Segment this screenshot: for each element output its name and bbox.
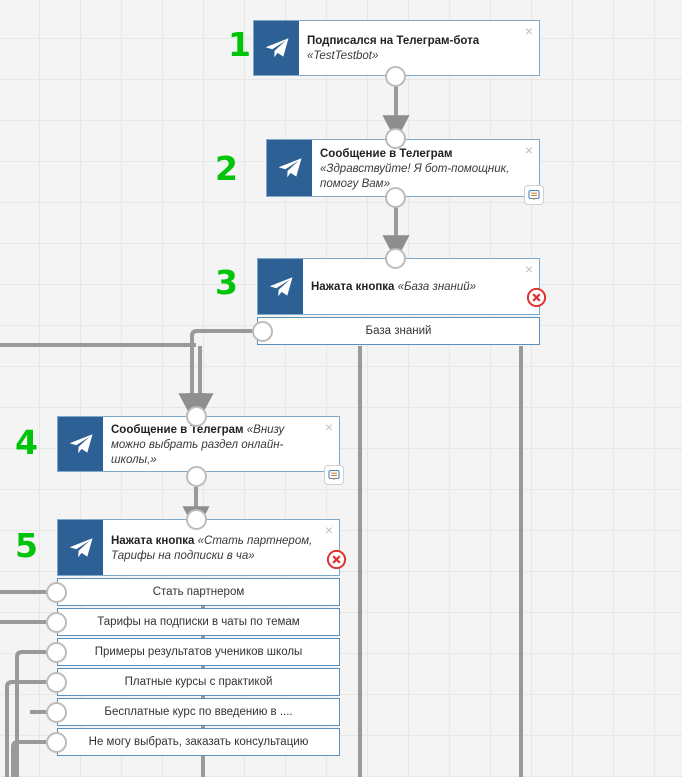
flow-node-2-subtitle: «Здравствуйте! Я бот-помощник, помогу Ва… bbox=[320, 162, 510, 190]
node-4-input-port[interactable] bbox=[186, 406, 207, 427]
option-ne-mogu-vybrat[interactable]: Не могу выбрать, заказать консультацию bbox=[57, 728, 340, 756]
flow-node-5-subtitle: «Стать партнером, Тарифы на подписки в ч… bbox=[111, 534, 313, 562]
option-besplatnye-kurs[interactable]: Бесплатные курс по введению в .... bbox=[57, 698, 340, 726]
flow-node-5-text: Нажата кнопка «Стать партнером, Тарифы н… bbox=[111, 534, 313, 564]
flow-node-1-body: Подписался на Телеграм-бота «TestTestbot… bbox=[299, 21, 539, 75]
chat-message-icon[interactable] bbox=[524, 185, 544, 205]
option-stat-partnerom[interactable]: Стать партнером bbox=[57, 578, 340, 606]
option-baza-znaniy[interactable]: База знаний bbox=[257, 317, 540, 345]
telegram-icon bbox=[254, 21, 299, 75]
close-icon[interactable]: × bbox=[324, 419, 333, 435]
telegram-icon bbox=[258, 259, 303, 314]
close-icon[interactable]: × bbox=[524, 23, 533, 39]
flow-node-4-text: Сообщение в Телеграм «Внизу можно выбрат… bbox=[111, 423, 313, 468]
flow-node-1-text: Подписался на Телеграм-бота «TestTestbot… bbox=[307, 34, 479, 64]
option-platnye-kursy[interactable]: Платные курсы с практикой bbox=[57, 668, 340, 696]
circle-x-error-icon[interactable] bbox=[326, 549, 347, 570]
flow-node-3-title: Нажата кнопка bbox=[311, 281, 395, 293]
flow-node-1-subtitle: «TestTestbot» bbox=[307, 50, 379, 62]
flow-node-2-text: Сообщение в Телеграм «Здравствуйте! Я бо… bbox=[320, 147, 513, 192]
option-baza-znaniy-port[interactable] bbox=[252, 321, 273, 342]
close-icon[interactable]: × bbox=[524, 142, 533, 158]
step-number-3: 3 bbox=[215, 263, 238, 302]
node-3-input-port[interactable] bbox=[385, 248, 406, 269]
flow-node-2[interactable]: Сообщение в Телеграм «Здравствуйте! Я бо… bbox=[266, 139, 540, 197]
option-port-6[interactable] bbox=[46, 732, 67, 753]
telegram-icon bbox=[58, 417, 103, 471]
option-port-4[interactable] bbox=[46, 672, 67, 693]
flow-node-3-text: Нажата кнопка «База знаний» bbox=[311, 280, 476, 295]
chat-message-icon[interactable] bbox=[324, 465, 344, 485]
flow-node-4-body: Сообщение в Телеграм «Внизу можно выбрат… bbox=[103, 417, 339, 471]
step-number-5: 5 bbox=[15, 526, 38, 565]
node-2-input-port[interactable] bbox=[385, 128, 406, 149]
flow-node-4[interactable]: Сообщение в Телеграм «Внизу можно выбрат… bbox=[57, 416, 340, 472]
telegram-icon bbox=[267, 140, 312, 196]
telegram-icon bbox=[58, 520, 103, 575]
option-port-5[interactable] bbox=[46, 702, 67, 723]
flow-node-2-title: Сообщение в Телеграм bbox=[320, 147, 453, 160]
flow-node-1-title: Подписался на Телеграм-бота bbox=[307, 35, 480, 47]
circle-x-error-icon[interactable] bbox=[526, 287, 547, 308]
node-4-output-port[interactable] bbox=[186, 466, 207, 487]
flow-node-5-body: Нажата кнопка «Стать партнером, Тарифы н… bbox=[103, 520, 339, 575]
flow-node-5-title: Нажата кнопка bbox=[111, 534, 195, 547]
node-2-output-port[interactable] bbox=[385, 187, 406, 208]
option-port-1[interactable] bbox=[46, 582, 67, 603]
close-icon[interactable]: × bbox=[324, 522, 333, 538]
step-number-1: 1 bbox=[228, 25, 251, 64]
node-1-output-port[interactable] bbox=[385, 66, 406, 87]
step-number-4: 4 bbox=[15, 423, 38, 462]
step-number-2: 2 bbox=[215, 149, 238, 188]
option-port-3[interactable] bbox=[46, 642, 67, 663]
option-tarify-na-podpiski[interactable]: Тарифы на подписки в чаты по темам bbox=[57, 608, 340, 636]
flow-node-3-subtitle: «База знаний» bbox=[397, 281, 477, 293]
flow-node-2-body: Сообщение в Телеграм «Здравствуйте! Я бо… bbox=[312, 140, 539, 196]
close-icon[interactable]: × bbox=[524, 261, 533, 277]
flow-node-4-subtitle: «Внизу можно выбрать раздел онлайн-школы… bbox=[111, 423, 285, 466]
option-primery-rezultatov[interactable]: Примеры результатов учеников школы bbox=[57, 638, 340, 666]
option-port-2[interactable] bbox=[46, 612, 67, 633]
node-5-input-port[interactable] bbox=[186, 509, 207, 530]
flow-node-3-body: Нажата кнопка «База знаний» × bbox=[303, 259, 539, 314]
flow-node-4-title: Сообщение в Телеграм bbox=[111, 423, 244, 436]
